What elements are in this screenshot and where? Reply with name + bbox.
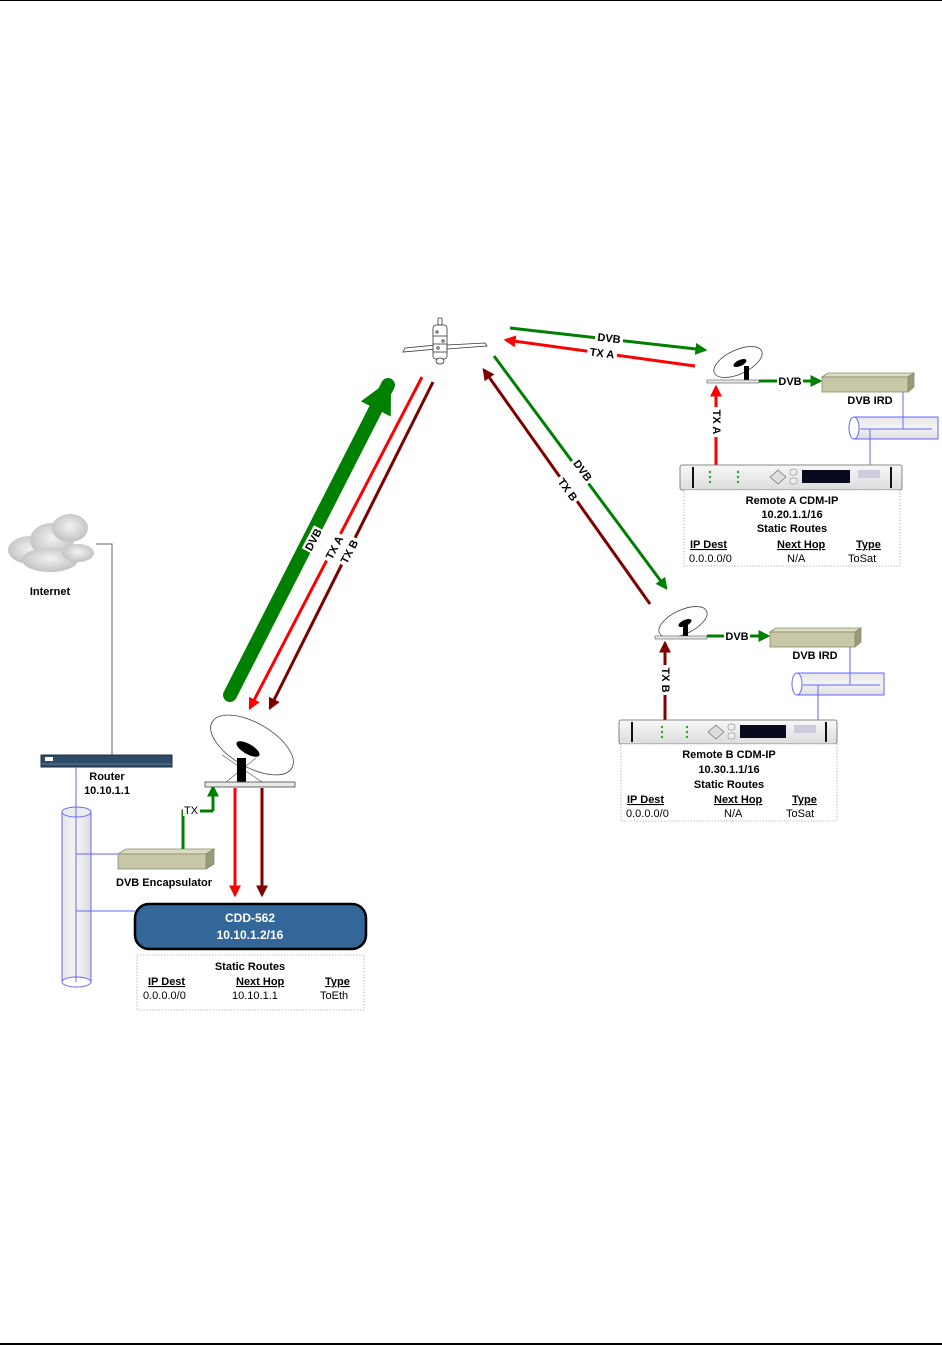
remote-b-route-cell-next-hop: N/A bbox=[724, 808, 743, 820]
remote-a-tx-label: TX A bbox=[710, 410, 722, 435]
router-label: Router bbox=[89, 771, 125, 783]
remote-b-ip: 10.30.1.1/16 bbox=[698, 764, 759, 776]
cdd562-label: CDD-562 bbox=[225, 911, 275, 925]
remote-b-dvb-label: DVB bbox=[725, 631, 748, 643]
page-top-rule bbox=[0, 0, 942, 1]
remote-a-route-cell-next-hop: N/A bbox=[787, 553, 806, 565]
internet-label: Internet bbox=[30, 586, 71, 598]
remote-a-route-header-next-hop: Next Hop bbox=[777, 539, 826, 551]
remote-b-modem-chassis-icon bbox=[618, 719, 838, 745]
hub-route-cell-next-hop: 10.10.1.1 bbox=[232, 990, 278, 1002]
page-bottom-rule bbox=[0, 1343, 942, 1345]
router-ip: 10.10.1.1 bbox=[84, 785, 130, 797]
remote-a-route-table-title: Static Routes bbox=[757, 523, 827, 535]
remote-b-route-cell-type: ToSat bbox=[786, 808, 814, 820]
remote-b-route-cell-ip-dest: 0.0.0.0/0 bbox=[626, 808, 669, 820]
remote-a-info-panel: Remote A CDM-IP 10.20.1.1/16 Static Rout… bbox=[683, 489, 901, 567]
remote-b-route-header-next-hop: Next Hop bbox=[714, 794, 763, 806]
lan-segment-icon bbox=[61, 767, 135, 988]
cdd562-box bbox=[133, 902, 368, 951]
remote-a-route-cell-type: ToSat bbox=[848, 553, 876, 565]
remote-b-lan-icon bbox=[791, 647, 885, 720]
cloud-icon bbox=[8, 514, 94, 572]
remote-b-ird-label: DVB IRD bbox=[792, 650, 837, 662]
dvb-encapsulator-icon bbox=[116, 848, 216, 870]
satellite-dish-icon bbox=[204, 714, 296, 788]
remote-a-route-header-type: Type bbox=[856, 539, 881, 551]
remote-a-lan-icon bbox=[848, 392, 939, 465]
remote-b-route-header-ip-dest: IP Dest bbox=[627, 794, 664, 806]
dvb-encapsulator-label: DVB Encapsulator bbox=[116, 877, 213, 889]
hub-tx-link bbox=[181, 784, 219, 849]
remote-a-dish-icon bbox=[706, 346, 763, 384]
sat-remote-a-dvb-label: DVB bbox=[597, 332, 621, 347]
hub-route-table-title: Static Routes bbox=[215, 961, 285, 973]
hub-route-cell-ip-dest: 0.0.0.0/0 bbox=[143, 990, 186, 1002]
sat-remote-a-tx-label: TX A bbox=[589, 346, 615, 361]
remote-a-route-header-ip-dest: IP Dest bbox=[690, 539, 727, 551]
hub-route-header-next-hop: Next Hop bbox=[236, 976, 285, 988]
router-icon bbox=[40, 754, 173, 768]
remote-a-ip: 10.20.1.1/16 bbox=[761, 509, 822, 521]
hub-tx-label: TX bbox=[184, 805, 199, 817]
internet-router-link bbox=[96, 543, 113, 755]
remote-b-route-header-type: Type bbox=[792, 794, 817, 806]
remote-a-ird-icon bbox=[820, 372, 916, 393]
remote-b-dish-icon bbox=[654, 606, 708, 640]
hub-route-table: Static Routes IP Dest Next Hop Type 0.0.… bbox=[136, 954, 365, 1011]
remote-b-ird-icon bbox=[768, 627, 863, 648]
remote-b-route-table-title: Static Routes bbox=[694, 779, 764, 791]
remote-a-ird-label: DVB IRD bbox=[847, 395, 892, 407]
hub-route-header-type: Type bbox=[325, 976, 350, 988]
remote-a-modem-chassis-icon bbox=[679, 464, 903, 491]
remote-b-tx-label: TX B bbox=[659, 667, 671, 692]
remote-a-route-cell-ip-dest: 0.0.0.0/0 bbox=[689, 553, 732, 565]
satellite-icon bbox=[402, 317, 488, 365]
remote-b-title: Remote B CDM-IP bbox=[682, 749, 776, 761]
remote-b-info-panel: Remote B CDM-IP 10.30.1.1/16 Static Rout… bbox=[620, 743, 838, 822]
remote-a-dvb-label: DVB bbox=[778, 376, 801, 388]
hub-route-header-ip-dest: IP Dest bbox=[148, 976, 185, 988]
remote-a-title: Remote A CDM-IP bbox=[746, 495, 839, 507]
cdd562-ip: 10.10.1.2/16 bbox=[217, 928, 284, 942]
hub-route-cell-type: ToEth bbox=[320, 990, 348, 1002]
